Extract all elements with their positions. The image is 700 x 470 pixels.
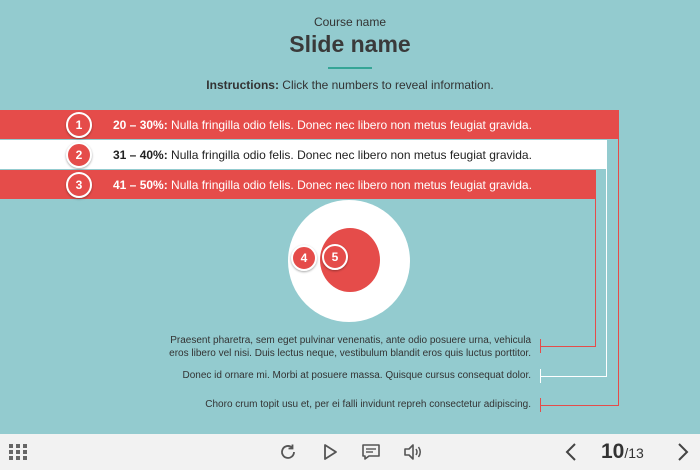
bar-range: 31 – 40%: bbox=[113, 147, 168, 162]
marker-button-4[interactable]: 4 bbox=[291, 245, 317, 271]
connector-line-1-vertical bbox=[618, 139, 619, 405]
title-underline bbox=[328, 67, 372, 69]
instructions-text: Click the numbers to reveal information. bbox=[278, 78, 494, 92]
marker-button-3[interactable]: 3 bbox=[66, 172, 92, 198]
connector-line-3-tick bbox=[540, 339, 541, 353]
instructions-label: Instructions: bbox=[206, 78, 279, 92]
slide-title: Slide name bbox=[289, 31, 411, 57]
next-arrow-icon[interactable] bbox=[672, 434, 694, 470]
marker-button-1[interactable]: 1 bbox=[66, 112, 92, 138]
connector-line-1-horizontal bbox=[540, 405, 619, 406]
connector-line-3-horizontal bbox=[540, 346, 596, 347]
bar-text: Nulla fringilla odio felis. Donec nec li… bbox=[167, 147, 532, 162]
current-page: 10 bbox=[601, 440, 625, 463]
player-footer bbox=[0, 434, 700, 470]
prev-arrow-icon[interactable] bbox=[560, 434, 582, 470]
connector-line-2-vertical bbox=[606, 169, 607, 376]
info-paragraph-line: Praesent pharetra, sem eget pulvinar ven… bbox=[170, 335, 531, 346]
instructions: Instructions: Click the numbers to revea… bbox=[0, 78, 700, 92]
bar-range: 41 – 50%: bbox=[113, 177, 168, 192]
info-paragraph-3: Choro crum topit usu et, per ei falli in… bbox=[130, 399, 531, 412]
bar-text: Nulla fringilla odio felis. Donec nec li… bbox=[167, 177, 532, 192]
info-paragraph-2: Donec id ornare mi. Morbi at posuere mas… bbox=[130, 370, 531, 383]
info-paragraph-line: eros libero vel nisi. Duis lectus neque,… bbox=[169, 347, 531, 359]
replay-icon[interactable] bbox=[277, 434, 299, 470]
info-bar-3: 41 – 50%: Nulla fringilla odio felis. Do… bbox=[0, 170, 596, 199]
connector-line-3-vertical bbox=[595, 199, 596, 346]
bar-range: 20 – 30%: bbox=[113, 117, 168, 132]
grid-menu-icon[interactable] bbox=[6, 434, 30, 470]
info-paragraph-line: Donec id ornare mi. Morbi at posuere mas… bbox=[182, 370, 531, 381]
connector-line-1-tick bbox=[540, 398, 541, 412]
marker-button-5[interactable]: 5 bbox=[322, 244, 348, 270]
notes-icon[interactable] bbox=[360, 434, 382, 470]
volume-icon[interactable] bbox=[401, 434, 425, 470]
connector-line-2-horizontal bbox=[540, 376, 607, 377]
play-icon[interactable] bbox=[319, 434, 341, 470]
info-bar-2: 31 – 40%: Nulla fringilla odio felis. Do… bbox=[0, 140, 607, 169]
page-separator: / bbox=[624, 445, 629, 461]
connector-line-2-tick bbox=[540, 369, 541, 383]
info-paragraph-1: Praesent pharetra, sem eget pulvinar ven… bbox=[130, 335, 531, 360]
info-paragraph-line: Choro crum topit usu et, per ei falli in… bbox=[205, 399, 531, 410]
total-pages: 13 bbox=[628, 445, 644, 461]
marker-button-2[interactable]: 2 bbox=[66, 142, 92, 168]
course-name: Course name bbox=[313, 15, 387, 29]
bar-text: Nulla fringilla odio felis. Donec nec li… bbox=[167, 117, 532, 132]
page-counter: 10/13 bbox=[601, 440, 644, 470]
info-bar-1: 20 – 30%: Nulla fringilla odio felis. Do… bbox=[0, 110, 619, 139]
